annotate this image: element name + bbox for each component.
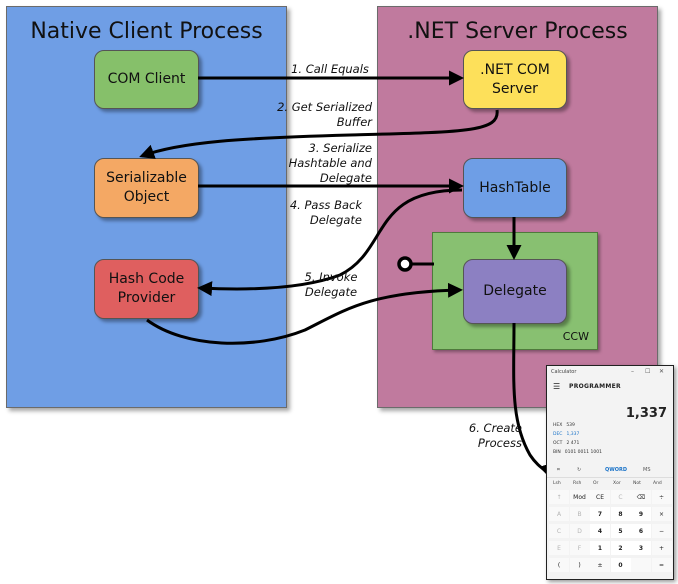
bitop-lsh-button[interactable]: Lsh [553,481,561,486]
close-icon[interactable]: ✕ [659,368,665,375]
delegate-node: Delegate [463,259,567,324]
menu-icon[interactable]: ☰ [553,382,561,391]
key-7[interactable]: 7 [590,507,610,521]
net-com-server-node: .NET COM Server [463,50,567,109]
step-1-label: 1. Call Equals [291,62,369,76]
ccw-label: CCW [562,330,589,343]
key-F[interactable]: F [569,541,590,555]
key-×[interactable]: × [651,507,672,521]
bitop-or-button[interactable]: Or [593,481,599,486]
key-E[interactable]: E [549,541,569,555]
word-size-button[interactable]: QWORD [605,467,628,473]
key-−[interactable]: − [651,524,672,538]
key-1[interactable]: 1 [590,541,610,555]
key-±[interactable]: ± [590,558,610,572]
key-⌫[interactable]: ⌫ [631,490,651,504]
key-D[interactable]: D [569,524,590,538]
memory-store-button[interactable]: MS [643,467,651,473]
com-client-node: COM Client [94,50,199,109]
key-3[interactable]: 3 [631,541,651,555]
arrow-invoke-delegate [146,282,463,345]
bitop-not-button[interactable]: Not [633,481,641,486]
minimize-icon[interactable]: – [631,368,634,375]
key-+[interactable]: + [651,541,672,555]
key-4[interactable]: 4 [590,524,610,538]
key-9[interactable]: 9 [631,507,651,521]
step-5-label: 5. Invoke Delegate [304,270,358,299]
key-)[interactable]: ) [569,558,590,572]
key-blank[interactable] [631,558,651,572]
key-0[interactable]: 0 [610,558,631,572]
key-↑[interactable]: ↑ [549,490,569,504]
net-server-process-title: .NET Server Process [407,19,628,44]
calculator-mode: PROGRAMMER [569,383,621,390]
calculator-title: Calculator [551,369,577,375]
key-5[interactable]: 5 [610,524,631,538]
arrow-create-process [512,322,554,479]
bitop-xor-button[interactable]: Xor [613,481,621,486]
ccw-interface-lollipop [397,256,413,272]
key-6[interactable]: 6 [631,524,651,538]
key-C[interactable]: C [610,490,631,504]
calculator-display: 1,337 [625,406,667,421]
arrow-get-serialized-buffer [139,109,499,159]
key-C[interactable]: C [549,524,569,538]
step-6-label: 6. Create Process [468,421,522,450]
step-4-label: 4. Pass Back Delegate [289,198,362,227]
key-÷[interactable]: ÷ [651,490,672,504]
bit-toggle-icon[interactable]: ↻ [577,467,582,473]
key-=[interactable]: = [651,558,672,572]
hashtable-node: HashTable [463,158,567,218]
hash-code-provider-node: Hash Code Provider [94,259,199,319]
bitop-and-button[interactable]: And [653,481,662,486]
key-([interactable]: ( [549,558,569,572]
key-8[interactable]: 8 [610,507,631,521]
key-B[interactable]: B [569,507,590,521]
step-3-label: 3. Serialize Hashtable and Delegate [288,141,372,185]
key-CE[interactable]: CE [590,490,610,504]
calculator-toolbar: ⌗ ↻ QWORD MS [547,465,673,478]
key-2[interactable]: 2 [610,541,631,555]
step-2-label: 2. Get Serialized Buffer [277,100,372,129]
arrow-pass-back-delegate [197,188,463,297]
keypad-icon[interactable]: ⌗ [557,467,560,473]
key-A[interactable]: A [549,507,569,521]
bitop-rsh-button[interactable]: Rsh [573,481,582,486]
native-client-process-title: Native Client Process [30,19,263,44]
key-Mod[interactable]: Mod [569,490,590,504]
maximize-icon[interactable]: ☐ [645,368,651,375]
